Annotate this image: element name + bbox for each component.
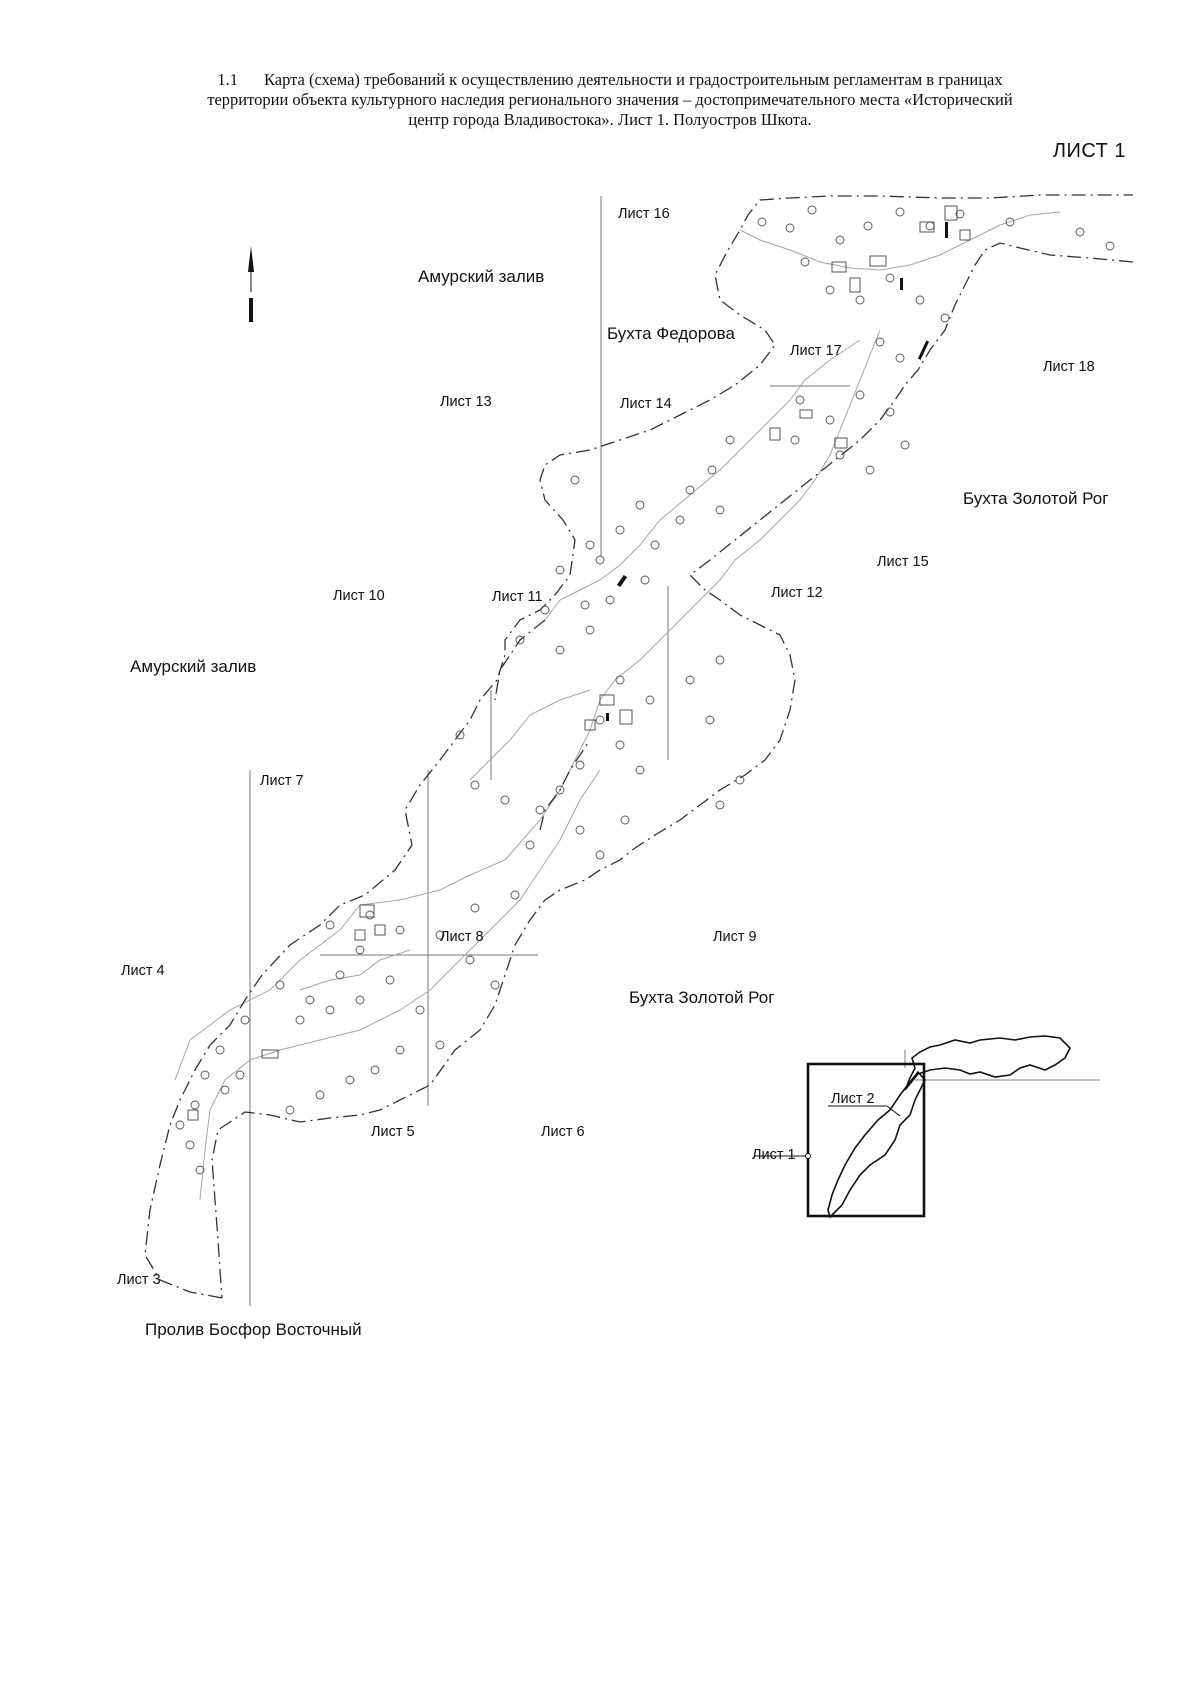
- sheet-label-9[interactable]: Лист 9: [713, 929, 757, 945]
- sheet-label-16[interactable]: Лист 16: [618, 206, 670, 222]
- sheet-label-3[interactable]: Лист 3: [117, 1272, 161, 1288]
- sheet-label-14[interactable]: Лист 14: [620, 396, 672, 412]
- water-label-zolotoy-rog-bottom: Бухта Золотой Рог: [629, 988, 775, 1007]
- title-number: 1.1: [217, 70, 238, 89]
- territory-boundary: [144, 194, 1134, 1299]
- sheet-heading: ЛИСТ 1: [1052, 140, 1126, 162]
- map-title: 1.1 Карта (схема) требований к осуществле…: [110, 70, 1110, 130]
- sheet-label-8[interactable]: Лист 8: [440, 929, 484, 945]
- water-label-zolotoy-rog-right: Бухта Золотой Рог: [963, 489, 1109, 508]
- inset-sheet-1-label[interactable]: Лист 1: [752, 1147, 796, 1163]
- sheet-grid-lines: [249, 196, 850, 1306]
- water-label-bosfor: Пролив Босфор Восточный: [145, 1320, 362, 1339]
- water-label-amur-top: Амурский залив: [418, 267, 545, 286]
- sheet-label-7[interactable]: Лист 7: [260, 773, 304, 789]
- water-label-amur-left: Амурский залив: [130, 657, 257, 676]
- sheet-label-6[interactable]: Лист 6: [541, 1124, 585, 1140]
- sheet-label-4[interactable]: Лист 4: [121, 963, 165, 979]
- inset-sheet-2-label[interactable]: Лист 2: [831, 1091, 875, 1107]
- title-line-2: территории объекта культурного наследия …: [207, 90, 1013, 109]
- sheet-label-10[interactable]: Лист 10: [333, 588, 385, 604]
- tree-circles: [175, 205, 1115, 1175]
- sheet-label-13[interactable]: Лист 13: [440, 394, 492, 410]
- inset-overview-map: [755, 1035, 1100, 1219]
- sheet-label-12[interactable]: Лист 12: [771, 585, 823, 601]
- title-line-1: Карта (схема) требований к осуществлению…: [264, 70, 1003, 89]
- north-arrow-icon: [248, 246, 254, 322]
- title-line-3: центр города Владивостока». Лист 1. Полу…: [408, 110, 812, 129]
- sheet-label-15[interactable]: Лист 15: [877, 554, 929, 570]
- sheet-label-11[interactable]: Лист 11: [492, 589, 543, 605]
- dark-marks: [606, 222, 948, 721]
- sheet-label-5[interactable]: Лист 5: [371, 1124, 415, 1140]
- sheet-label-17[interactable]: Лист 17: [790, 343, 842, 359]
- water-label-fedorova: Бухта Федорова: [607, 324, 735, 343]
- building-outlines: [187, 205, 971, 1121]
- inner-outlines: [174, 211, 1061, 1201]
- map-features: [175, 205, 1115, 1175]
- sheet-label-18[interactable]: Лист 18: [1043, 359, 1095, 375]
